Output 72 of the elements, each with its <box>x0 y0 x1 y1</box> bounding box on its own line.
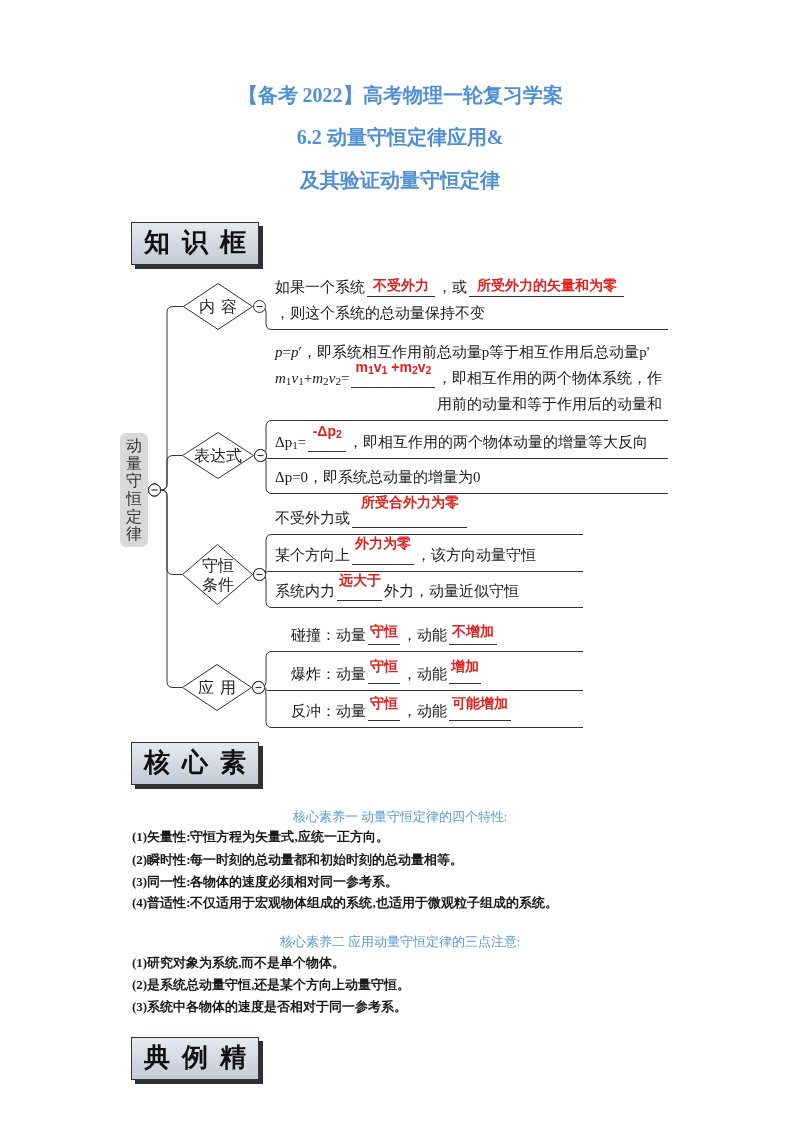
connector-line <box>252 299 273 330</box>
branch-item <box>272 424 668 459</box>
note-text: (2)瞬时性:每一时刻的总动量都和初始时刻的总动量相等。 <box>132 852 464 868</box>
branch-text: 外力，动量近似守恒 <box>384 582 519 601</box>
branch-text: ，动能 <box>402 665 447 684</box>
branch-text: ，动能 <box>402 626 447 645</box>
branch-text: p=p′，即系统相互作用前总动量p等于相互作用后总动量p' <box>275 343 650 362</box>
note-text: (3)系统中各物体的速度是否相对于同一参考系。 <box>132 999 408 1015</box>
page-subtitle: 及其验证动量守恒定律 <box>300 168 500 192</box>
section-title: 知识框 <box>143 228 258 258</box>
answer-text: 守恒 <box>370 658 398 674</box>
branch-item <box>272 536 583 572</box>
note-text: (1)矢量性:守恒方程为矢量式,应统一正方向。 <box>132 829 389 845</box>
section-header <box>131 742 263 789</box>
root-topic <box>120 433 148 547</box>
topic-label: 应用 <box>196 678 243 697</box>
answer-text: 不增加 <box>452 623 494 639</box>
answer-text: 外力为零 <box>355 535 411 551</box>
branch-text: 系统内力 <box>275 582 335 601</box>
topic-label: 表达式 <box>194 446 242 465</box>
section-subheading: 核心素养一 动量守恒定律的四个特性: <box>292 809 508 825</box>
topic-diamond <box>182 544 253 605</box>
branch-text: ，即相互作用的两个物体系统，作用前的动量和等于作用后的动量和 <box>437 369 664 414</box>
answer-text: 远大于 <box>338 572 381 588</box>
branch-text: ，该方向动量守恒 <box>416 546 536 565</box>
branch-text: ，即相互作用的两个物体动量的增量等大反向 <box>348 433 649 452</box>
section-subheading: 核心素养二 应用动量守恒定律的三点注意: <box>279 934 521 950</box>
connector-line <box>253 448 273 494</box>
answer-text: m$_{1}$v$_{1}$ +m$_{2}$v$_{2}$ <box>355 359 432 375</box>
branch-item <box>272 696 583 728</box>
topic-diamond <box>182 432 254 479</box>
connector-line <box>252 567 273 608</box>
branch-text: m$_{1}$v$_{1}$+m$_{2}$v$_{2}$= <box>275 369 350 390</box>
answer-text: 可能增加 <box>452 695 508 711</box>
branch-text: 反冲：动量 <box>291 702 366 721</box>
note-text: (2)是系统总动量守恒,还是某个方向上动量守恒。 <box>132 977 411 993</box>
branch-text: Δp=0，即系统总动量的增量为0 <box>275 468 481 487</box>
branch-text: 某个方向上 <box>275 546 350 565</box>
section-header <box>131 1037 263 1084</box>
connector-line <box>251 680 273 728</box>
answer-text: 所受合外力为零 <box>360 494 459 510</box>
branch-text: ，则这个系统的总动量保持不变 <box>275 304 485 323</box>
topic-diamond <box>183 283 253 330</box>
branch-item <box>272 495 583 535</box>
page-subtitle: 6.2 动量守恒定律应用& <box>296 125 504 149</box>
answer-text: 不受外力 <box>373 277 429 293</box>
answer-text: 所受外力的矢量和为零 <box>476 277 617 293</box>
answer-text: 守恒 <box>370 623 398 639</box>
section-title: 核心素 <box>142 748 258 778</box>
page-title: 【备考 2022】高考物理一轮复习学案 <box>237 83 563 107</box>
branch-text: 如果一个系统 <box>275 278 365 297</box>
section-title: 典例精 <box>143 1043 258 1073</box>
answer-text: -Δp$_{2}$ <box>312 423 342 439</box>
note-text: (4)普适性:不仅适用于宏观物体组成的系统,也适用于微观粒子组成的系统。 <box>132 895 558 911</box>
branch-item <box>272 659 583 691</box>
topic-diamond <box>182 664 252 711</box>
branch-text: Δp$_{1}$= <box>275 433 307 454</box>
branch-item <box>272 573 583 608</box>
note-text: (1)研究对象为系统,而不是单个物体。 <box>132 955 346 971</box>
branch-item <box>272 622 583 652</box>
branch-text: 不受外力或 <box>275 509 350 528</box>
note-text: (3)同一性:各物体的速度必须相对同一参考系。 <box>132 874 399 890</box>
topic-label: 内容 <box>197 297 244 316</box>
answer-text: 守恒 <box>370 695 398 711</box>
topic-label: 动量守恒定律 <box>126 437 142 543</box>
section-header <box>131 222 263 269</box>
branch-text: 碰撞：动量 <box>291 626 366 645</box>
topic-label: 守恒条件 <box>201 555 234 594</box>
branch-text: 爆炸：动量 <box>291 665 366 684</box>
branch-text: ，动能 <box>402 702 447 721</box>
answer-text: 增加 <box>451 658 479 674</box>
branch-text: ，或 <box>437 278 467 297</box>
